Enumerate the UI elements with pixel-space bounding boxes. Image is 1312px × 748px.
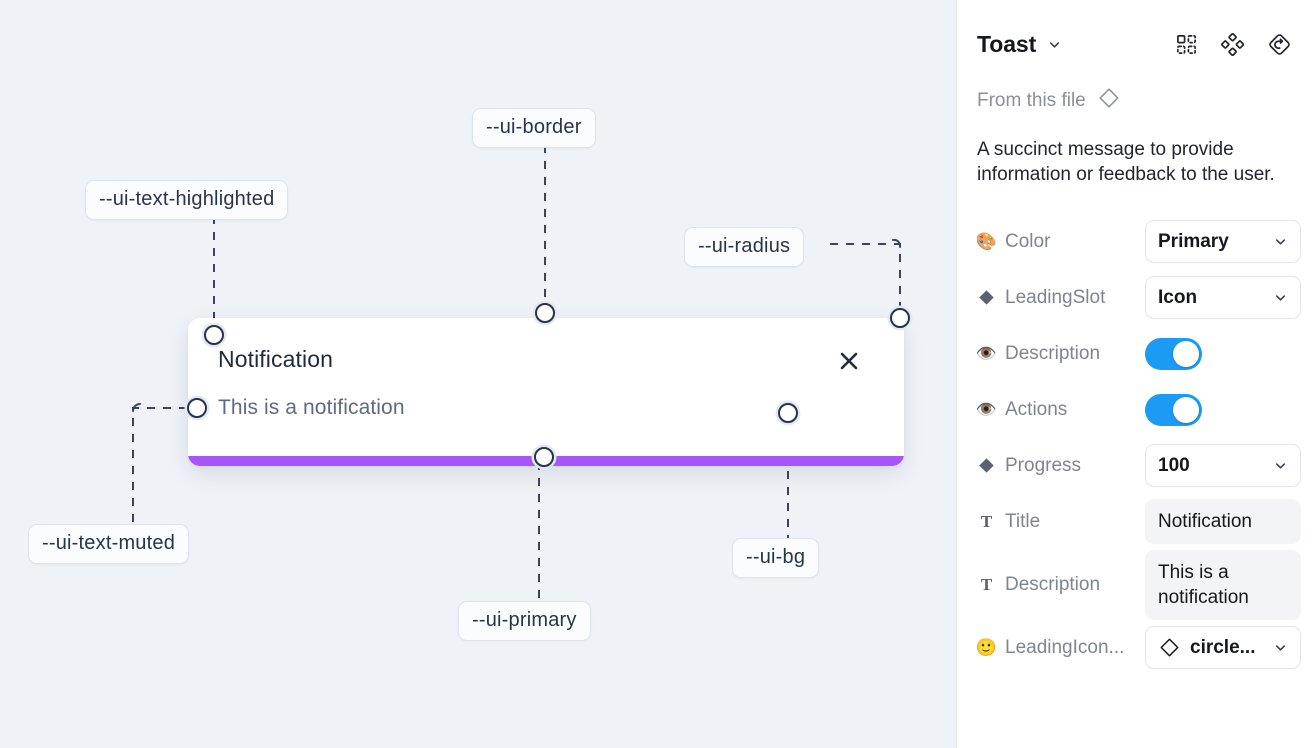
- anchor-dot-text-muted[interactable]: [187, 398, 207, 418]
- diamond-outline-icon: [1158, 636, 1181, 659]
- chevron-down-icon: [1273, 234, 1288, 249]
- toast-preview-card[interactable]: Notification This is a notification: [188, 318, 904, 466]
- property-row-title: T Title Notification: [977, 494, 1301, 550]
- eye-emoji-icon: 👁️: [977, 400, 998, 420]
- eye-emoji-icon: 👁️: [977, 344, 998, 364]
- token-chip-ui-bg[interactable]: --ui-bg: [732, 538, 820, 578]
- design-canvas[interactable]: Notification This is a notification --ui…: [0, 0, 956, 748]
- progress-select[interactable]: 100: [1145, 444, 1301, 488]
- token-chip-ui-radius[interactable]: --ui-radius: [684, 227, 805, 267]
- toggle-knob: [1173, 396, 1199, 423]
- color-select[interactable]: Primary: [1145, 220, 1301, 264]
- leadingslot-select[interactable]: Icon: [1145, 276, 1301, 320]
- title-input[interactable]: Notification: [1145, 498, 1301, 545]
- from-this-file-row[interactable]: From this file: [977, 86, 1292, 115]
- property-row-leadingicon: 🙂 LeadingIcon... circle...: [977, 620, 1301, 676]
- description-toggle[interactable]: [1145, 337, 1202, 370]
- anchor-dot-primary[interactable]: [534, 447, 554, 467]
- token-chip-ui-text-muted[interactable]: --ui-text-muted: [28, 524, 190, 564]
- anchor-dot-radius[interactable]: [890, 308, 910, 328]
- toggle-knob: [1173, 340, 1199, 367]
- description-input[interactable]: This is a notification: [1145, 549, 1301, 620]
- properties-panel: Toast: [956, 0, 1312, 748]
- property-label-description-toggle: 👁️ Description: [977, 342, 1101, 364]
- panel-header-actions: [1175, 32, 1292, 57]
- property-row-color: 🎨 Color Primary: [977, 214, 1301, 270]
- leadingicon-select[interactable]: circle...: [1145, 626, 1301, 670]
- diamond-outline-icon: [1097, 86, 1121, 115]
- panel-header: Toast: [977, 0, 1292, 66]
- property-label-progress: Progress: [977, 455, 1145, 477]
- from-this-file-label: From this file: [977, 89, 1086, 111]
- property-row-leadingslot: LeadingSlot Icon: [977, 270, 1301, 326]
- chevron-down-icon[interactable]: [1047, 37, 1062, 52]
- token-chip-ui-border[interactable]: --ui-border: [472, 108, 596, 148]
- properties-list: 🎨 Color Primary: [977, 214, 1301, 676]
- token-chip-ui-primary[interactable]: --ui-primary: [458, 601, 591, 641]
- chevron-down-icon: [1273, 458, 1288, 473]
- anchor-dot-text-highlighted[interactable]: [204, 325, 224, 345]
- property-row-actions-toggle: 👁️ Actions: [977, 382, 1292, 438]
- anchor-dot-border[interactable]: [535, 303, 555, 323]
- token-chip-ui-text-highlighted[interactable]: --ui-text-highlighted: [85, 180, 289, 220]
- property-label-color: 🎨 Color: [977, 230, 1051, 252]
- property-label-leadingslot: LeadingSlot: [977, 287, 1145, 309]
- property-row-progress: Progress 100: [977, 438, 1301, 494]
- property-label-actions-toggle: 👁️ Actions: [977, 398, 1068, 420]
- property-label-description-text: T Description: [977, 574, 1145, 596]
- anchor-dot-bg[interactable]: [778, 403, 798, 423]
- palette-emoji-icon: 🎨: [977, 232, 998, 252]
- toast-title: Notification: [218, 346, 333, 372]
- property-row-description-text: T Description This is a notification: [977, 549, 1301, 620]
- text-t-icon: T: [980, 575, 993, 595]
- actions-toggle[interactable]: [1145, 393, 1202, 426]
- property-label-leadingicon: 🙂 LeadingIcon...: [977, 636, 1125, 658]
- text-t-icon: T: [980, 512, 993, 532]
- smiley-emoji-icon: 🙂: [977, 638, 998, 658]
- toast-description: This is a notification: [218, 396, 405, 419]
- chevron-down-icon: [1273, 290, 1288, 305]
- property-label-title: T Title: [977, 511, 1145, 533]
- variants-diamond-cluster-icon[interactable]: [1221, 32, 1244, 56]
- component-grid-icon[interactable]: [1175, 33, 1198, 56]
- close-x-icon[interactable]: [836, 348, 862, 374]
- reset-diamond-icon[interactable]: [1267, 32, 1292, 57]
- component-description: A succinct message to provide informatio…: [977, 139, 1275, 186]
- diamond-filled-icon: [977, 457, 996, 474]
- panel-title: Toast: [977, 30, 1037, 57]
- property-row-description-toggle: 👁️ Description: [977, 326, 1292, 382]
- chevron-down-icon: [1273, 640, 1288, 655]
- diamond-filled-icon: [977, 289, 996, 306]
